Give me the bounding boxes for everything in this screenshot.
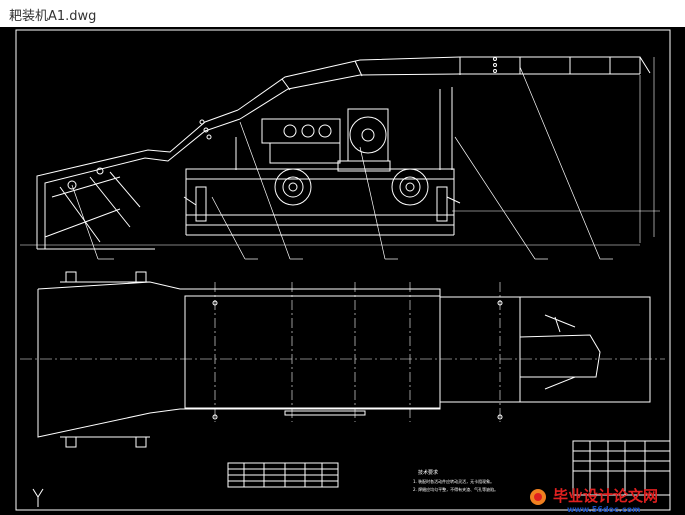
svg-text:技术要求: 技术要求 <box>418 469 438 476</box>
watermark-text: 毕业设计论文网 <box>553 487 658 505</box>
svg-text:1. 装配时各活动件应转动灵活，无卡阻现象。: 1. 装配时各活动件应转动灵活，无卡阻现象。 <box>413 478 494 484</box>
title-block <box>572 440 671 496</box>
ucs-icon <box>32 488 44 507</box>
document-title: 耙装机A1.dwg <box>9 9 97 24</box>
technical-requirements: 技术要求 1. 装配时各活动件应转动灵活，无卡阻现象。 2. 焊缝应均匀平整，不… <box>413 469 498 492</box>
title-bar: 耙装机A1.dwg <box>0 0 685 28</box>
watermark: 毕业设计论文网 www.56doc.com <box>530 487 658 514</box>
svg-text:2. 焊缝应均匀平整，不得有夹渣、气孔等缺陷。: 2. 焊缝应均匀平整，不得有夹渣、气孔等缺陷。 <box>413 486 498 492</box>
side-elevation-view <box>20 56 660 260</box>
parts-list-table <box>227 462 339 488</box>
sheet-border <box>15 29 671 511</box>
plan-view <box>20 271 665 448</box>
watermark-url: www.56doc.com <box>567 505 640 514</box>
drawing-viewport[interactable]: 技术要求 1. 装配时各活动件应转动灵活，无卡阻现象。 2. 焊缝应均匀平整，不… <box>0 27 685 515</box>
cad-drawing[interactable]: 技术要求 1. 装配时各活动件应转动灵活，无卡阻现象。 2. 焊缝应均匀平整，不… <box>0 27 685 515</box>
